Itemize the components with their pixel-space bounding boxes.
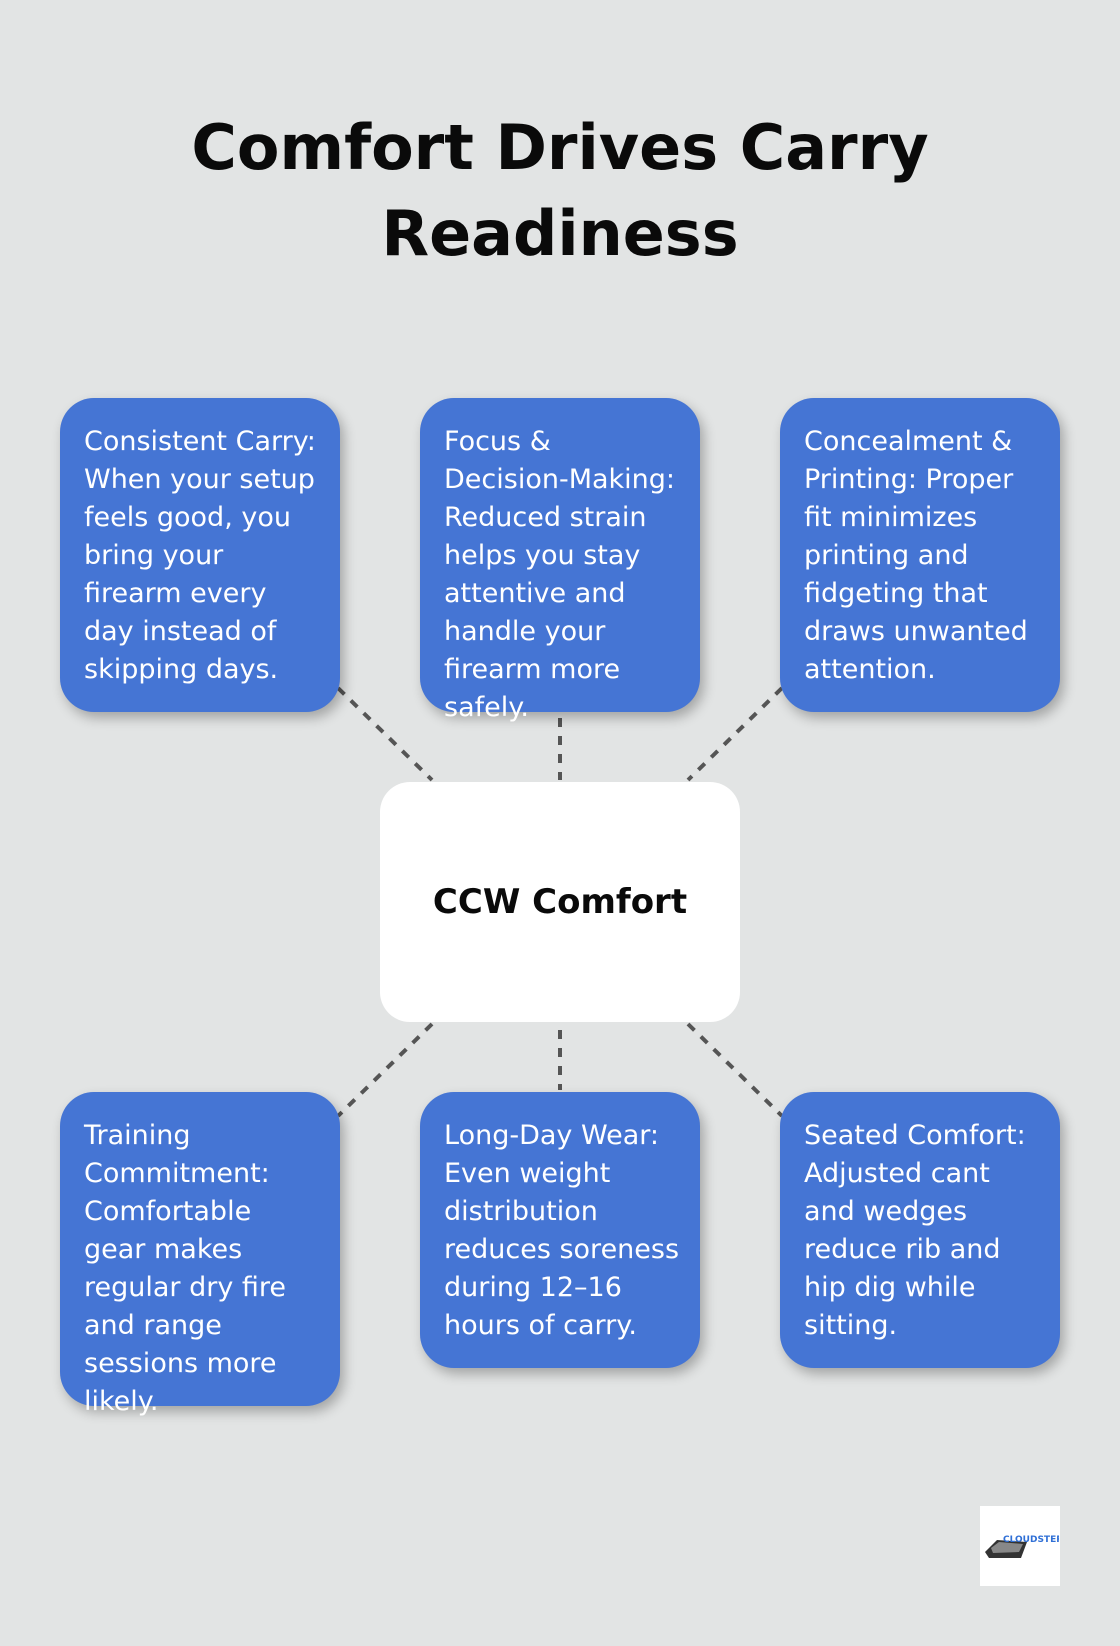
- card-text: Long-Day Wear: Even weight distribution …: [444, 1120, 680, 1341]
- card-focus-decision-making: Focus & Decision-Making: Reduced strain …: [420, 398, 700, 723]
- card-long-day-wear: Long-Day Wear: Even weight distribution …: [420, 1092, 700, 1368]
- cloudster-pillow-logo: CLOUDSTER PILLOW: [980, 1506, 1060, 1586]
- card-text: Concealment & Printing: Proper fit minim…: [804, 426, 1028, 685]
- logo-text: CLOUDSTER PILLOW: [1003, 1535, 1059, 1545]
- diagram-title: Comfort Drives Carry Readiness: [191, 111, 929, 270]
- connector-top-left: [336, 686, 434, 782]
- connector-top-right: [686, 686, 784, 782]
- card-concealment-printing: Concealment & Printing: Proper fit minim…: [780, 398, 1060, 712]
- card-consistent-carry: Consistent Carry: When your setup feels …: [60, 398, 340, 712]
- pillow-icon: CLOUDSTER PILLOW: [985, 1535, 1059, 1558]
- card-training-commitment: Training Commitment: Comfortable gear ma…: [60, 1092, 340, 1417]
- card-text: Seated Comfort: Adjusted cant and wedges…: [804, 1120, 1026, 1341]
- center-node: CCW Comfort: [380, 782, 740, 1022]
- connector-bottom-left: [336, 1022, 434, 1118]
- connector-bottom-right: [686, 1022, 784, 1118]
- card-text: Consistent Carry: When your setup feels …: [84, 426, 316, 685]
- card-seated-comfort: Seated Comfort: Adjusted cant and wedges…: [780, 1092, 1060, 1368]
- card-text: Focus & Decision-Making: Reduced strain …: [444, 426, 676, 723]
- center-label: CCW Comfort: [432, 882, 688, 922]
- card-text: Training Commitment: Comfortable gear ma…: [84, 1120, 287, 1417]
